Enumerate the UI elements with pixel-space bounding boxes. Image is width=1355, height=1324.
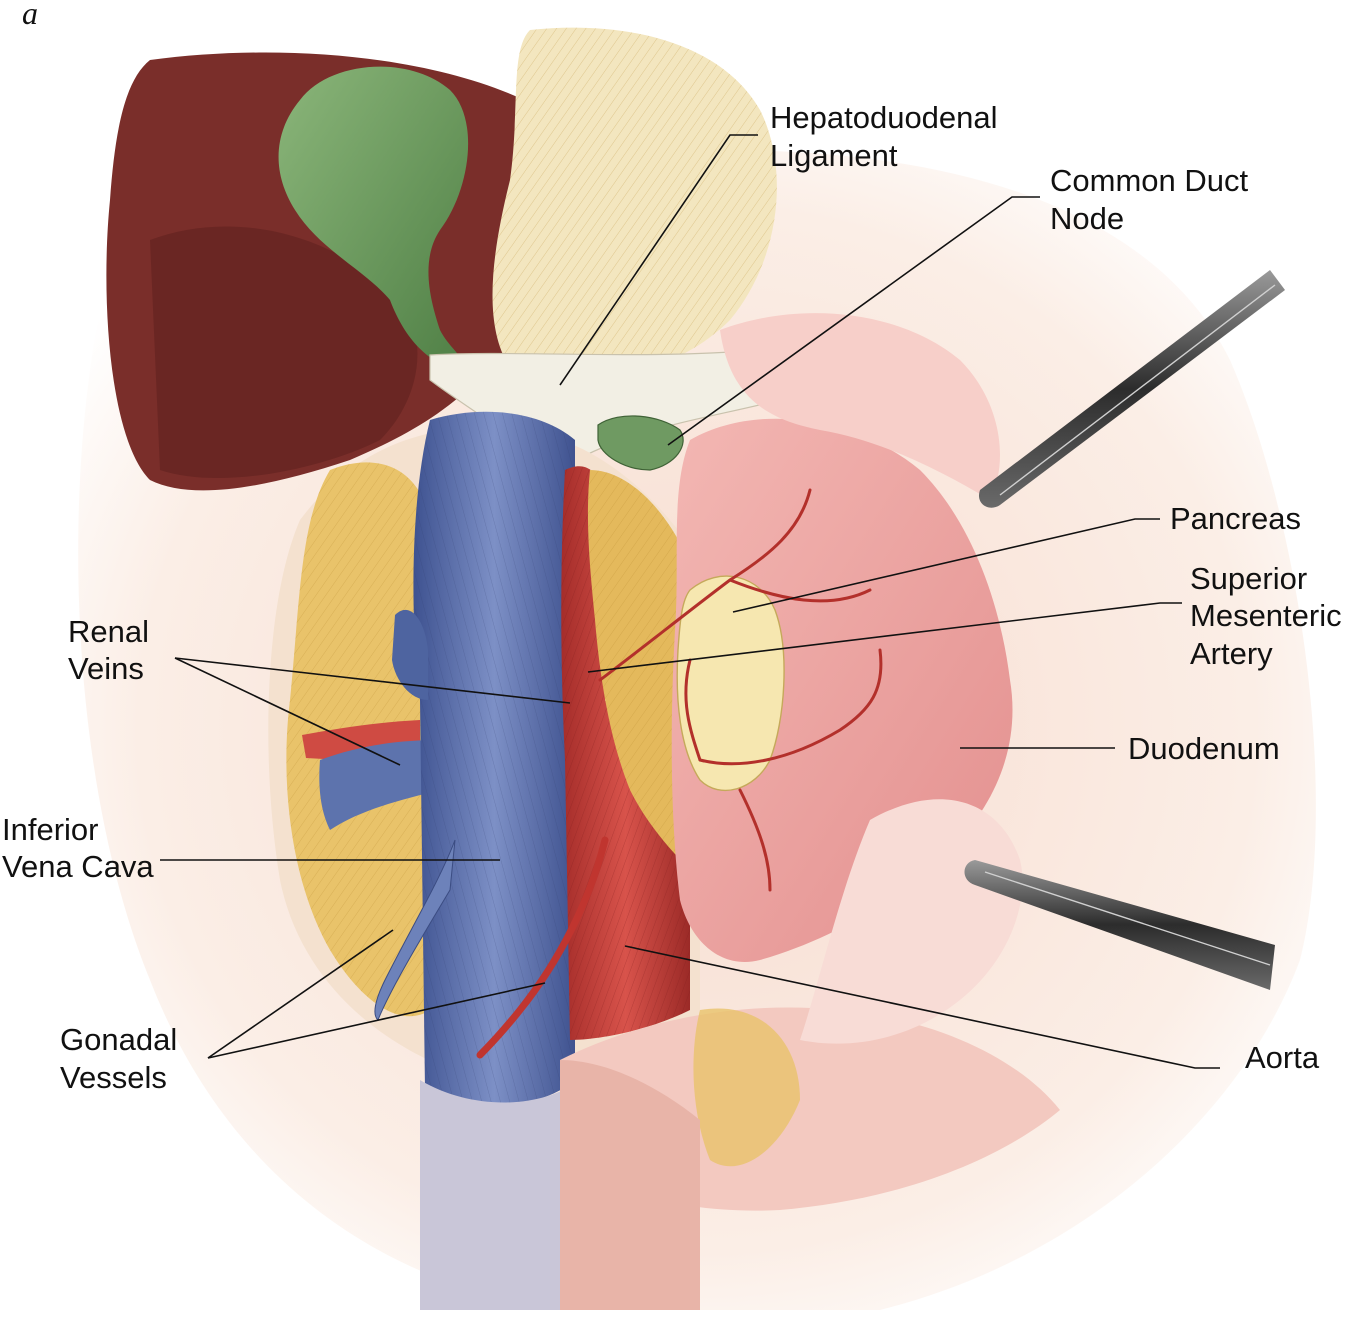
duodenum-lower-loop xyxy=(800,799,1023,1044)
liver-shadow xyxy=(150,226,418,479)
leader-pancreas xyxy=(732,518,1160,613)
label-pancreas: Pancreas xyxy=(1170,501,1301,536)
label-line: Renal xyxy=(68,614,149,649)
label-line: Gonadal xyxy=(60,1022,177,1057)
panel-letter: a xyxy=(22,0,38,31)
omentum-fat-hatch xyxy=(492,27,777,383)
label-hepatoduodenal-ligament: Hepatoduodenal Ligament xyxy=(770,100,1006,173)
label-aorta: Aorta xyxy=(1245,1040,1320,1075)
leader-renal-upper xyxy=(174,657,571,704)
label-line: Hepatoduodenal xyxy=(770,100,998,135)
gonadal-artery xyxy=(476,836,609,1059)
leader-gonadal-2 xyxy=(207,982,546,1059)
label-superior-mesenteric-artery: Superior Mesenteric Artery xyxy=(1190,561,1350,671)
label-gonadal-vessels: Gonadal Vessels xyxy=(60,1022,186,1095)
mesentery-fat-lower xyxy=(693,1008,800,1167)
leader-sma xyxy=(587,602,1182,673)
leader-gonadal-1 xyxy=(207,929,394,1059)
pancreas xyxy=(676,575,785,791)
gallbladder xyxy=(278,66,469,371)
lower-aorta-covered xyxy=(560,1060,700,1310)
leader-aorta xyxy=(624,945,1220,1069)
label-line: Aorta xyxy=(1245,1040,1320,1075)
peritoneal-fold-upper xyxy=(720,313,1000,500)
leader-lines xyxy=(160,134,1220,1069)
label-line: Superior xyxy=(1190,561,1307,596)
common-duct-node xyxy=(597,415,684,471)
label-line: Inferior xyxy=(2,812,98,847)
label-inferior-vena-cava: Inferior Vena Cava xyxy=(2,812,154,884)
leader-renal-lower xyxy=(174,657,401,766)
label-line: Node xyxy=(1050,201,1124,236)
label-line: Ligament xyxy=(770,138,898,173)
label-line: Common Duct xyxy=(1050,163,1248,198)
label-duodenum: Duodenum xyxy=(1128,731,1280,766)
label-line: Artery xyxy=(1190,636,1273,671)
label-line: Vena Cava xyxy=(2,849,154,884)
forceps-upper xyxy=(979,270,1285,508)
mesenteric-vessels xyxy=(598,488,883,892)
leader-hepatoduodenal xyxy=(559,134,758,386)
gonadal-vein xyxy=(374,839,456,1021)
ivc-hatch xyxy=(413,411,575,1107)
label-line: Mesenteric xyxy=(1190,598,1342,633)
label-line: Vessels xyxy=(60,1060,167,1095)
label-common-duct-node: Common Duct Node xyxy=(1050,163,1257,236)
lower-vessels-covered xyxy=(420,1080,580,1310)
forceps-lower xyxy=(964,860,1275,990)
label-line: Veins xyxy=(68,651,144,686)
label-renal-veins: Renal Veins xyxy=(68,614,158,686)
leader-common-duct xyxy=(667,196,1040,446)
renal-vein-branch xyxy=(319,740,440,830)
para-aortic-fat-hatch xyxy=(587,470,700,880)
left-renal-vein xyxy=(392,609,428,700)
label-line: Pancreas xyxy=(1170,501,1301,536)
label-line: Duodenum xyxy=(1128,731,1280,766)
